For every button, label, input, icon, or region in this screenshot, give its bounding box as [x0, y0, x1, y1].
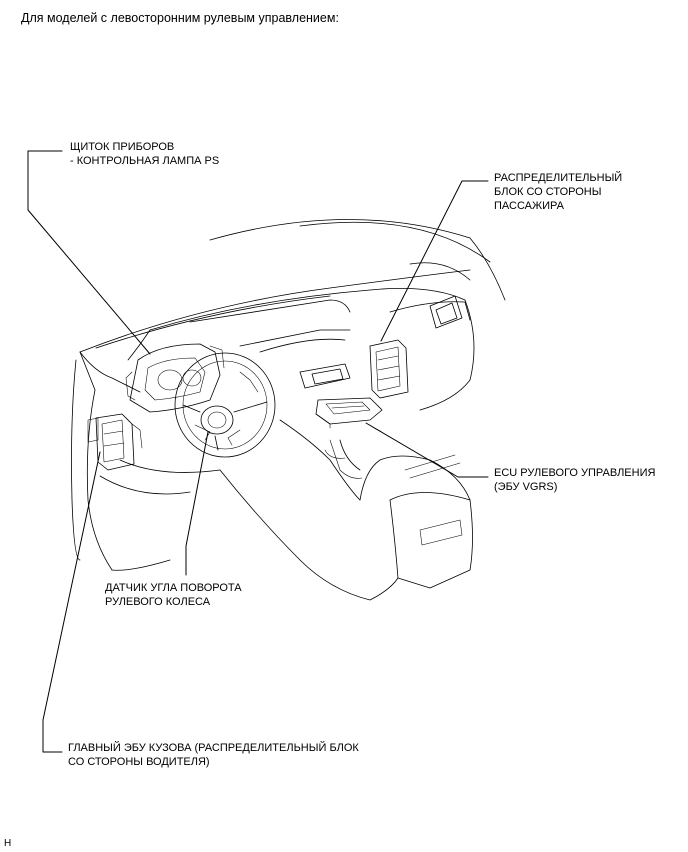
page-heading: Для моделей с левосторонним рулевым упра…: [21, 11, 339, 25]
passenger-junction-label-line3: ПАССАЖИРА: [494, 200, 564, 212]
passenger-junction-label-line1: РАСПРЕДЕЛИТЕЛЬНЫЙ: [494, 172, 623, 184]
main-body-ecu: [95, 413, 143, 471]
steering-ecu-label-line1: ECU РУЛЕВОГО УПРАВЛЕНИЯ: [494, 467, 656, 479]
steering-ecu: [315, 397, 383, 429]
dashboard-lower: [86, 389, 473, 601]
passenger-junction-label: РАСПРЕДЕЛИТЕЛЬНЫЙ БЛОК СО СТОРОНЫ ПАССАЖ…: [494, 171, 622, 213]
steering-angle-sensor-label: ДАТЧИК УГЛА ПОВОРОТА РУЛЕВОГО КОЛЕСА: [105, 581, 242, 609]
steering-ecu-label-line2: (ЭБУ VGRS): [494, 481, 558, 493]
passenger-junction-label-line2: БЛОК СО СТОРОНЫ: [494, 186, 602, 198]
instrument-cluster-label: ЩИТОК ПРИБОРОВ - КОНТРОЛЬНАЯ ЛАМПА PS: [70, 140, 219, 168]
main-body-ecu-label: ГЛАВНЫЙ ЭБУ КУЗОВА (РАСПРЕДЕЛИТЕЛЬНЫЙ БЛ…: [68, 741, 359, 769]
steering-ecu-label: ECU РУЛЕВОГО УПРАВЛЕНИЯ (ЭБУ VGRS): [494, 466, 655, 494]
figure-code: H: [4, 838, 12, 849]
windshield-outline: [79, 219, 506, 353]
main-body-ecu-label-line1: ГЛАВНЫЙ ЭБУ КУЗОВА (РАСПРЕДЕЛИТЕЛЬНЫЙ БЛ…: [68, 742, 359, 754]
steering-angle-sensor-label-line2: РУЛЕВОГО КОЛЕСА: [105, 596, 211, 608]
steering-angle-sensor-label-line1: ДАТЧИК УГЛА ПОВОРОТА: [105, 582, 242, 594]
leader-lines: [27, 150, 489, 753]
main-body-ecu-label-line2: СО СТОРОНЫ ВОДИТЕЛЯ): [68, 756, 210, 768]
steering-wheel: [174, 352, 276, 458]
dashboard-top: [79, 287, 475, 411]
instrument-cluster-label-line2: - КОНТРОЛЬНАЯ ЛАМПА PS: [70, 155, 220, 167]
left-door: [71, 351, 99, 561]
passenger-junction-block: [369, 339, 409, 399]
instrument-cluster: [125, 343, 225, 413]
instrument-cluster-label-line1: ЩИТОК ПРИБОРОВ: [70, 141, 175, 153]
